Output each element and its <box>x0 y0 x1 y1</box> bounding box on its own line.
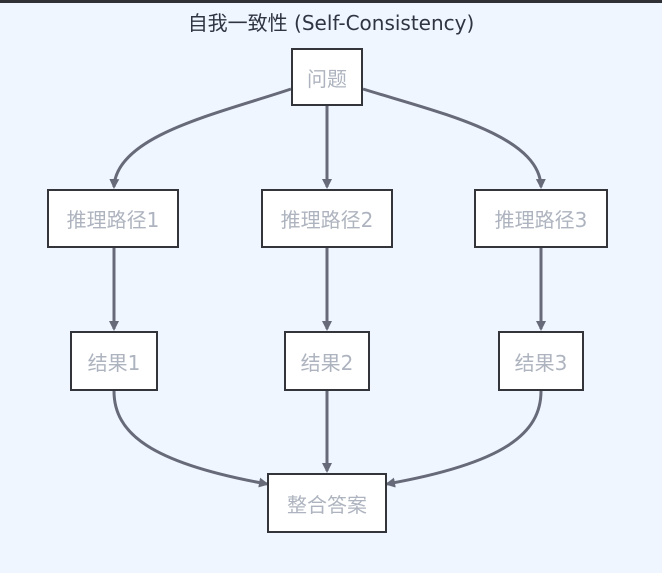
node-reasoning-path-2: 推理路径2 <box>261 189 393 248</box>
edge-result1-to-final <box>112 390 269 488</box>
node-result-3: 结果3 <box>498 331 584 391</box>
node-integrated-answer: 整合答案 <box>267 473 387 533</box>
edge-result3-to-final <box>385 390 543 488</box>
node-reasoning-path-3: 推理路径3 <box>474 189 608 248</box>
node-result-1: 结果1 <box>70 331 158 391</box>
edge-question-to-path3 <box>362 87 546 189</box>
diagram-edges <box>109 87 546 488</box>
node-reasoning-path-1: 推理路径1 <box>47 189 179 248</box>
node-result-2: 结果2 <box>284 331 370 391</box>
node-question: 问题 <box>291 48 363 106</box>
edge-question-to-path1 <box>109 87 292 189</box>
diagram-title: 自我一致性 (Self-Consistency) <box>187 11 475 35</box>
